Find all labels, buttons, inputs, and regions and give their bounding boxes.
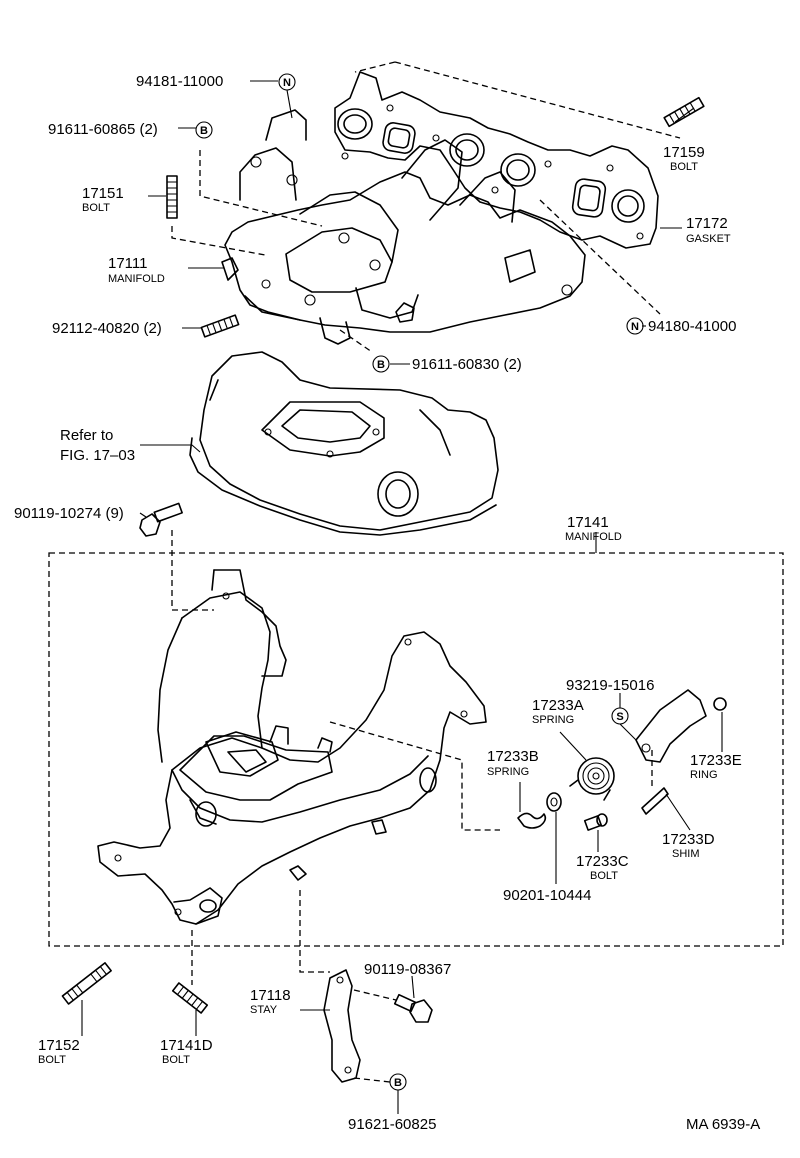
part-number-91611-60865: 91611-60865 (2)	[48, 121, 158, 138]
exhaust-manifold-drawing	[221, 109, 586, 345]
marker-b-mid: B	[372, 355, 390, 373]
svg-text:B: B	[377, 359, 385, 371]
stud-92112-drawing	[200, 314, 240, 338]
part-number-90119-10274: 90119-10274 (9)	[14, 505, 124, 522]
part-label-17233E: RING	[690, 769, 718, 781]
part-number-17233B: 17233B	[487, 748, 539, 765]
part-number-94180: 94180-41000	[648, 318, 736, 335]
part-number-17111: 17111	[108, 255, 148, 272]
part-number-17151: 17151	[82, 185, 124, 202]
part-number-90119-08367: 90119-08367	[364, 961, 451, 978]
part-label-17233D: SHIM	[672, 848, 700, 860]
part-number-92112: 92112-40820 (2)	[52, 320, 162, 337]
part-label-17152: BOLT	[38, 1054, 66, 1066]
part-label-17159: BOLT	[670, 161, 698, 173]
svg-text:B: B	[200, 125, 208, 137]
part-label-17111: MANIFOLD	[108, 273, 165, 285]
part-number-17233A: 17233A	[532, 697, 584, 714]
part-number-17233C: 17233C	[576, 853, 629, 870]
dashed-connectors	[171, 61, 681, 1083]
svg-text:N: N	[283, 77, 291, 89]
marker-b-bottom: B	[389, 1073, 407, 1091]
bolt-90119-10274-drawing	[139, 502, 183, 537]
part-label-17141: MANIFOLD	[565, 531, 622, 543]
part-number-94181: 94181-11000	[136, 73, 223, 90]
part-label-17233C: BOLT	[590, 870, 618, 882]
stay-17118-drawing	[323, 969, 361, 1083]
shim-17233D-drawing	[641, 787, 669, 815]
ring-17233E-drawing	[713, 697, 727, 711]
part-number-17159: 17159	[663, 144, 705, 161]
spring-17233B-drawing	[517, 812, 547, 829]
svg-text:B: B	[394, 1077, 402, 1089]
marker-s: S	[611, 707, 629, 725]
part-number-17118: 17118	[250, 987, 291, 1004]
part-number-17141D: 17141D	[160, 1037, 213, 1054]
stud-17159-drawing	[663, 96, 705, 128]
part-number-91621: 91621-60825	[348, 1116, 436, 1133]
stud-17152-drawing	[61, 962, 112, 1005]
washer-90201-drawing	[546, 792, 562, 812]
part-number-93219: 93219-15016	[566, 677, 654, 694]
intake-manifold-drawing	[97, 569, 487, 925]
part-label-17118: STAY	[250, 1004, 278, 1016]
part-number-17152: 17152	[38, 1037, 80, 1054]
assembly-17141-boundary	[48, 552, 784, 947]
bolt-17151-drawing	[166, 175, 178, 219]
part-label-17141D: BOLT	[162, 1054, 190, 1066]
marker-n-top: N	[278, 73, 296, 91]
part-number-91611-60830: 91611-60830 (2)	[412, 356, 522, 373]
part-number-17233E: 17233E	[690, 752, 742, 769]
part-label-17233B: SPRING	[487, 766, 529, 778]
part-number-17172: 17172	[686, 215, 728, 232]
spring-17233A-drawing	[569, 757, 615, 801]
marker-n-right: N	[626, 317, 644, 335]
part-number-17141: 17141	[567, 514, 609, 531]
heat-insulator-drawing	[189, 351, 499, 536]
part-label-17151: BOLT	[82, 202, 110, 214]
marker-b-top: B	[195, 121, 213, 139]
lever-drawing	[635, 689, 707, 763]
gasket-drawing	[334, 71, 659, 249]
part-label-17233A: SPRING	[532, 714, 574, 726]
bolt-17141D-drawing	[171, 982, 209, 1014]
bolt-17233C-drawing	[583, 813, 608, 831]
reference-line-1: Refer to	[60, 427, 113, 444]
part-number-17233D: 17233D	[662, 831, 715, 848]
part-number-90201: 90201-10444	[503, 887, 591, 904]
part-label-17172: GASKET	[686, 233, 731, 245]
figure-code: MA 6939-A	[686, 1116, 760, 1133]
svg-text:S: S	[616, 711, 623, 723]
reference-line-2: FIG. 17–03	[60, 447, 135, 464]
svg-text:N: N	[631, 321, 639, 333]
leader-lines	[81, 80, 723, 1114]
bolt-90119-08367-drawing	[393, 993, 433, 1023]
